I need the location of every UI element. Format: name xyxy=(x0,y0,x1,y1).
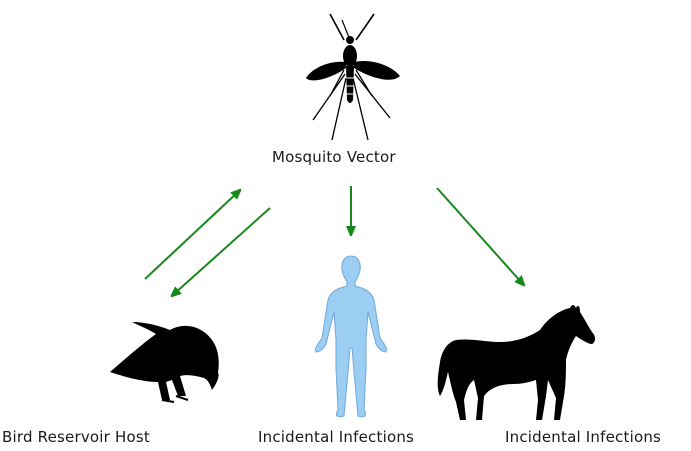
arrow-bird-to-mosquito xyxy=(145,192,238,279)
mosquito-icon xyxy=(306,14,400,140)
human-incidental-label: Incidental Infections xyxy=(258,428,414,446)
mosquito-vector-label: Mosquito Vector xyxy=(272,148,396,166)
horse-icon xyxy=(438,305,595,420)
arrow-mosquito-to-horse xyxy=(437,188,522,283)
bird-reservoir-label: Bird Reservoir Host xyxy=(2,428,150,446)
human-icon xyxy=(315,256,386,417)
arrow-mosquito-to-bird xyxy=(174,208,270,294)
bird-icon xyxy=(110,322,219,402)
horse-incidental-label: Incidental Infections xyxy=(505,428,661,446)
